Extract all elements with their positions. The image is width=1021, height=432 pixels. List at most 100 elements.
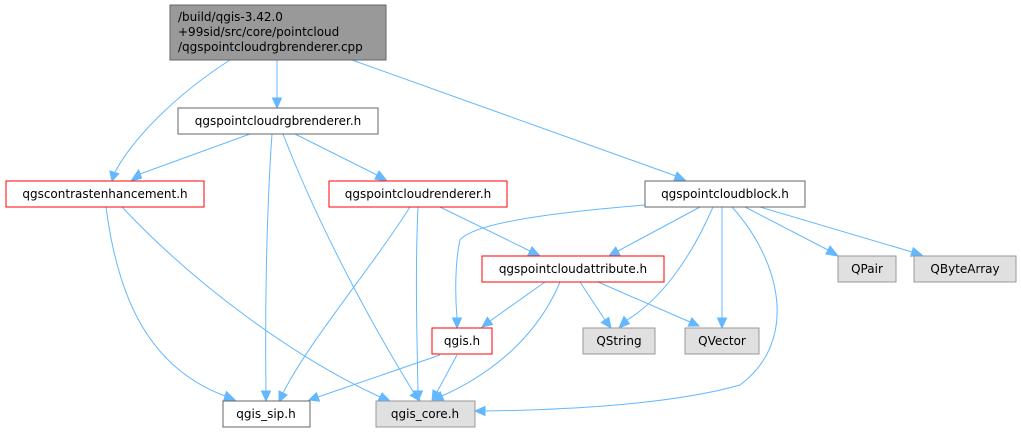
edge-attribute-h-to-qgis-core-h: [441, 281, 561, 397]
arrowhead: [687, 316, 701, 327]
node-qgspointcloudrenderer-h[interactable]: qgspointcloudrenderer.h: [328, 180, 508, 208]
arrowhead: [910, 246, 924, 257]
node-box: [169, 4, 387, 61]
arrowhead: [278, 390, 288, 404]
node-label: QString: [596, 334, 641, 348]
node-label-line: qgscontrastenhancement.h: [22, 187, 187, 201]
edge-block-h-to-qgis-h: [455, 204, 646, 319]
edge-rgbrenderer-h-to-qgis-core-h: [282, 133, 415, 394]
arrowhead: [109, 170, 120, 183]
edge-attribute-h-to-qstring: [579, 281, 606, 321]
arrowhead: [271, 97, 283, 110]
node-box: [328, 180, 508, 208]
edge-rgbrenderer-h-to-qgis-sip-h: [265, 133, 273, 392]
arrowhead: [374, 170, 389, 182]
node-qpair[interactable]: QPair: [837, 255, 897, 283]
node-label-line: QString: [596, 334, 641, 348]
edge-rgbrenderer-h-to-contrast-h: [139, 133, 251, 175]
node-label-line: qgspointcloudattribute.h: [499, 262, 647, 276]
node-label-line: QByteArray: [930, 262, 999, 276]
edge-renderer-h-to-qgis-sip-h: [282, 206, 411, 394]
node-label: qgspointcloudrenderer.h: [345, 187, 492, 201]
node-qbytearray[interactable]: QByteArray: [913, 255, 1017, 283]
node-box: [375, 400, 476, 428]
arrowhead: [618, 315, 631, 329]
node-qgis-sip-h[interactable]: qgis_sip.h: [222, 400, 311, 428]
arrowhead: [451, 317, 463, 330]
node-label-line: qgis_sip.h: [236, 407, 295, 421]
node-box: [644, 180, 806, 208]
edge-attribute-h-to-qvector: [597, 281, 691, 323]
node-box: [913, 255, 1017, 283]
node-box: [5, 180, 205, 208]
edge-contrast-h-to-qgis-sip-h: [105, 206, 226, 397]
node-label-line: +99sid/src/core/pointcloud: [178, 25, 339, 39]
node-label: qgscontrastenhancement.h: [22, 187, 187, 201]
edge-root-to-contrast-h: [114, 59, 231, 173]
nodes-layer: /build/qgis-3.42.0+99sid/src/core/pointc…: [5, 4, 1017, 428]
arrowhead: [473, 405, 486, 417]
arrowhead: [431, 389, 442, 403]
arrowhead: [223, 390, 237, 401]
edge-block-h-to-qgis-core-h: [484, 206, 778, 412]
node-label: QVector: [698, 334, 746, 348]
node-qgspointcloudrgbrenderer-h[interactable]: qgspointcloudrgbrenderer.h: [177, 107, 379, 135]
arrowhead: [673, 171, 688, 182]
node-label: qgspointcloudrgbrenderer.h: [195, 114, 362, 128]
arrowhead: [412, 390, 424, 403]
node-label-line: qgspointcloudrgbrenderer.h: [195, 114, 362, 128]
edge-rgbrenderer-h-to-renderer-h: [294, 133, 378, 176]
node-box: [481, 255, 665, 283]
edge-block-h-to-qbytearray: [759, 206, 913, 253]
edge-contrast-h-to-qgis-core-h: [121, 206, 381, 398]
node-label: QByteArray: [930, 262, 999, 276]
arrowhead: [129, 168, 143, 182]
edge-block-h-to-qstring: [626, 206, 714, 321]
node-box: [684, 327, 760, 355]
arrowhead: [376, 392, 392, 402]
edge-renderer-h-to-attribute-h: [439, 206, 531, 252]
edge-root-to-block-h: [351, 59, 677, 177]
node-qgspointcloudattribute-h[interactable]: qgspointcloudattribute.h: [481, 255, 665, 283]
arrowhead: [600, 316, 612, 329]
arrowhead: [607, 246, 621, 257]
edge-attribute-h-to-qgis-h: [489, 281, 546, 322]
node-box: [582, 327, 656, 355]
edge-block-h-to-attribute-h: [617, 206, 701, 252]
node-box: [431, 327, 493, 355]
node-qgspointcloudblock-h[interactable]: qgspointcloudblock.h: [644, 180, 806, 208]
arrowhead: [481, 316, 494, 328]
node-qvector[interactable]: QVector: [684, 327, 760, 355]
edges-layer: [105, 59, 924, 417]
node-box: [222, 400, 311, 428]
node-qgis-h[interactable]: qgis.h: [431, 327, 493, 355]
node-label-line: qgspointcloudblock.h: [661, 187, 789, 201]
node-label-line: /qgspointcloudrgbrenderer.cpp: [178, 40, 363, 54]
node-box: [177, 107, 379, 135]
node-label-line: /build/qgis-3.42.0: [178, 10, 283, 24]
edge-qgis-h-to-qgis-core-h: [436, 354, 458, 393]
node-qgis-core-h[interactable]: qgis_core.h: [375, 400, 476, 428]
node-label: qgis_core.h: [391, 407, 459, 421]
node-label: QPair: [851, 262, 883, 276]
arrowhead: [716, 317, 728, 330]
node-box: [837, 255, 897, 283]
edge-block-h-to-qpair: [744, 206, 829, 251]
node-qgspointcloudrgbrenderer-cpp[interactable]: /build/qgis-3.42.0+99sid/src/core/pointc…: [169, 4, 387, 61]
node-label-line: qgis_core.h: [391, 407, 459, 421]
arrowhead: [825, 245, 840, 257]
node-label-line: qgis.h: [444, 334, 480, 348]
node-label: qgspointcloudattribute.h: [499, 262, 647, 276]
edge-qgis-h-to-qgis-sip-h: [317, 354, 441, 398]
node-label: /build/qgis-3.42.0+99sid/src/core/pointc…: [178, 10, 363, 54]
node-label: qgspointcloudblock.h: [661, 187, 789, 201]
arrowhead: [527, 246, 542, 257]
node-qgscontrastenhancement-h[interactable]: qgscontrastenhancement.h: [5, 180, 205, 208]
node-label-line: QPair: [851, 262, 883, 276]
arrowhead: [260, 390, 272, 403]
node-label-line: qgspointcloudrenderer.h: [345, 187, 492, 201]
arrowhead: [307, 391, 321, 402]
node-qstring[interactable]: QString: [582, 327, 656, 355]
node-label: qgis_sip.h: [236, 407, 295, 421]
